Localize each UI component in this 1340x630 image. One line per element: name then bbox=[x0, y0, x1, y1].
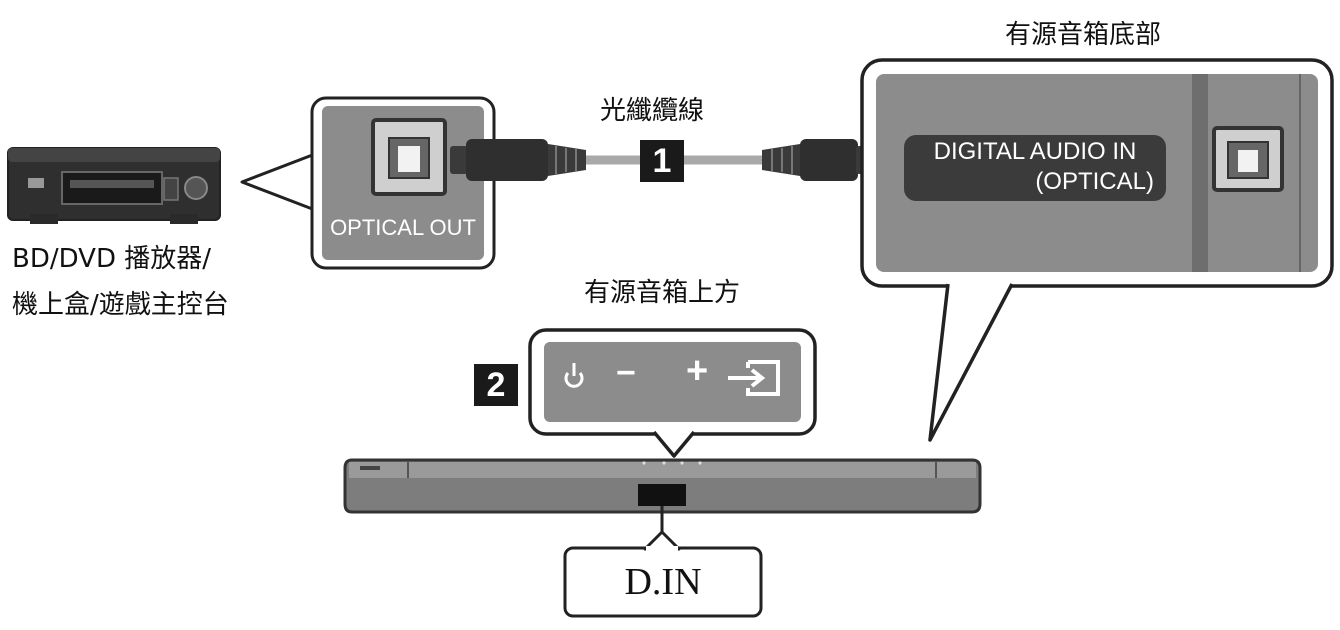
cable-label: 光纖纜線 bbox=[600, 96, 705, 126]
step-1-badge bbox=[640, 140, 684, 182]
soundbar-display bbox=[638, 484, 686, 506]
bd-dvd-player bbox=[7, 147, 221, 224]
din-display-text: D.IN bbox=[624, 561, 702, 603]
digital-audio-in-label-line2: (OPTICAL) bbox=[1035, 168, 1154, 195]
optical-port-icon bbox=[1212, 126, 1284, 192]
soundbar-bottom-callout-pointer bbox=[928, 283, 1014, 442]
optical-out-panel bbox=[310, 96, 496, 270]
optical-out-callout-pointer bbox=[240, 152, 317, 212]
volume-up-icon: + bbox=[686, 350, 709, 392]
soundbar-top-title: 有源音箱上方 bbox=[584, 278, 741, 308]
din-display-callout bbox=[563, 506, 763, 618]
step-2-badge bbox=[474, 364, 518, 406]
soundbar bbox=[343, 458, 982, 514]
device-label-line2: 機上盒/遊戲主控台 bbox=[12, 290, 229, 320]
device-label-line1: BD/DVD 播放器/ bbox=[12, 244, 212, 274]
step-1-number: 1 bbox=[652, 142, 672, 180]
optical-port-icon bbox=[371, 118, 447, 196]
power-icon bbox=[564, 363, 584, 388]
digital-audio-in-label-line1: DIGITAL AUDIO IN bbox=[933, 138, 1137, 165]
soundbar-top-panel bbox=[528, 328, 817, 458]
soundbar-bottom-title: 有源音箱底部 bbox=[1005, 20, 1162, 50]
soundbar-bottom-panel bbox=[860, 58, 1334, 288]
digital-audio-in-label-box bbox=[904, 135, 1166, 201]
step-2-number: 2 bbox=[486, 366, 506, 404]
volume-down-icon: − bbox=[616, 354, 636, 392]
optical-out-label: OPTICAL OUT bbox=[330, 215, 476, 240]
source-input-icon bbox=[728, 360, 780, 396]
